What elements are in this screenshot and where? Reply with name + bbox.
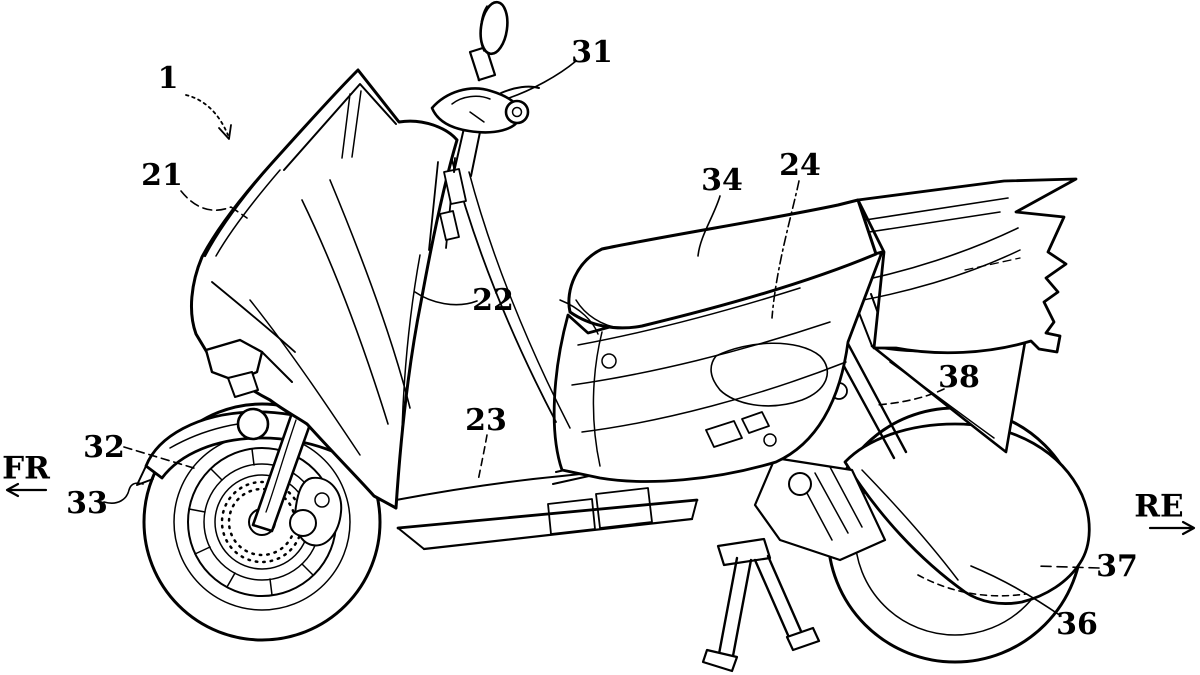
leader-36	[970, 565, 1062, 617]
windscreen	[283, 83, 397, 171]
ref-label-38: 38	[938, 360, 980, 395]
leader-21	[180, 190, 248, 219]
leader-lines	[103, 60, 1100, 617]
leader-37	[1035, 565, 1100, 569]
leader-1	[185, 94, 232, 140]
handlebar	[430, 0, 540, 177]
ref-label-32: 32	[83, 430, 125, 465]
front-direction-label: FR	[2, 450, 50, 487]
ref-label-34: 34	[701, 163, 743, 198]
swingarm-drive-unit	[753, 456, 887, 562]
leader-34	[697, 195, 721, 257]
leader-33	[103, 482, 144, 504]
ref-label-21: 21	[141, 158, 183, 193]
rear-view-mirror	[468, 0, 509, 82]
headlight-housing	[204, 338, 293, 398]
handlebar-grip-end	[504, 99, 530, 125]
rear-fender	[843, 422, 1091, 605]
ref-label-22: 22	[472, 283, 514, 318]
leader-23	[477, 434, 488, 482]
direction-arrows	[5, 482, 1196, 536]
ref-label-1: 1	[157, 61, 179, 96]
brake-lever	[500, 85, 540, 94]
ref-label-36: 36	[1056, 607, 1098, 642]
ref-label-23: 23	[465, 403, 507, 438]
steering-column-panel	[401, 157, 467, 431]
rear-direction-label: RE	[1134, 488, 1184, 525]
center-stand	[701, 537, 821, 673]
leader-24	[771, 180, 800, 319]
front-cowl	[190, 68, 467, 510]
leader-22	[414, 291, 478, 306]
ref-label-24: 24	[779, 148, 821, 183]
rear-direction-arrow	[1148, 520, 1196, 536]
seat	[567, 198, 878, 330]
ref-label-31: 31	[571, 35, 613, 70]
ref-label-33: 33	[66, 486, 108, 521]
ref-label-37: 37	[1096, 549, 1138, 584]
leader-38	[876, 388, 945, 406]
front-direction-arrow	[5, 482, 48, 498]
body-side-panel	[552, 250, 884, 483]
leader-32	[123, 446, 198, 470]
leader-31	[508, 60, 577, 99]
